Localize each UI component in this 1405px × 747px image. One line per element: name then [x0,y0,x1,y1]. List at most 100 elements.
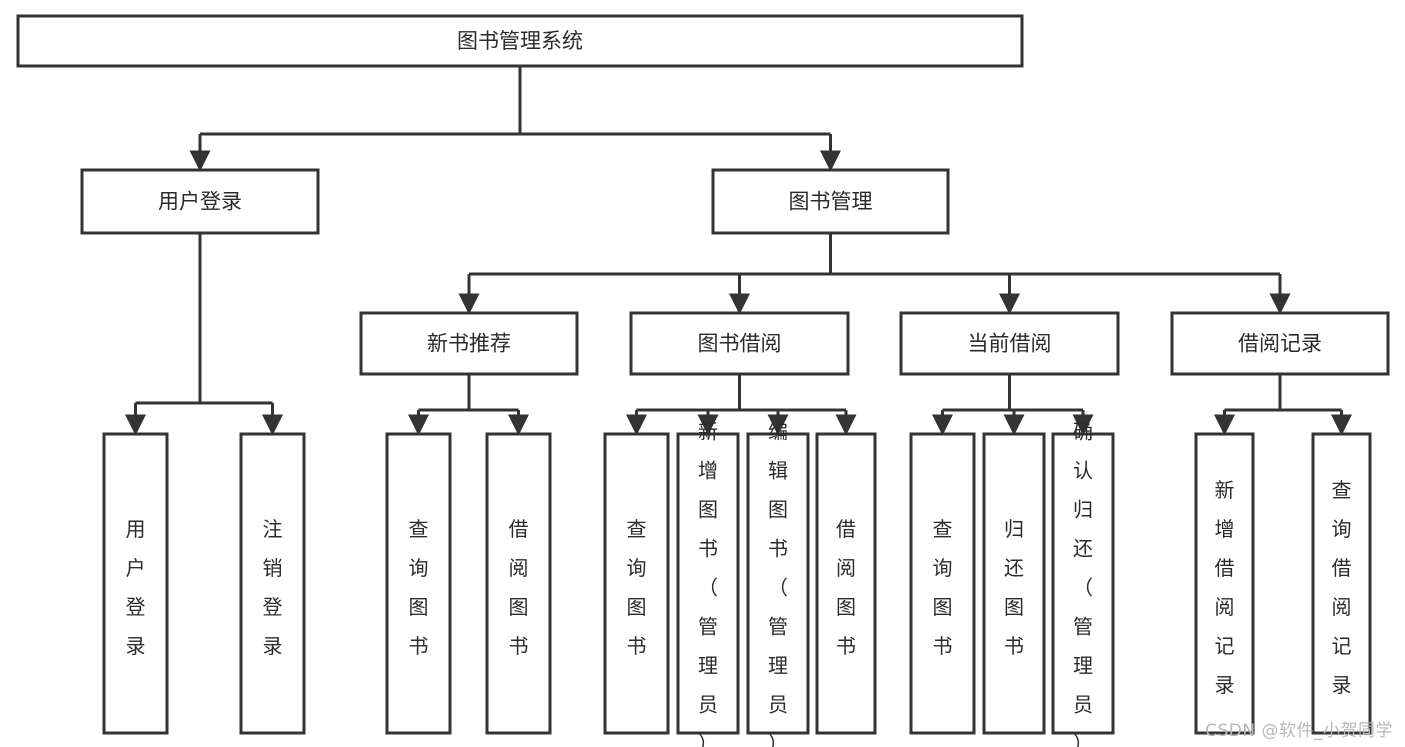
node-label-leaf-confirm-return-admin-char-4: （ [1073,575,1093,599]
node-box-leaf-add-book-admin [676,432,740,735]
node-label-leaf-edit-book-admin-char-1: 辑 [768,458,788,482]
node-label-leaf-borrow-book-rec-char-3: 书 [509,634,529,658]
node-label-leaf-edit-book-admin-char-8: ） [768,731,788,747]
node-box-leaf-logout [239,432,306,735]
node-new-book-recommend[interactable]: 新书推荐 [359,311,579,376]
node-label-leaf-query-book-current-char-0: 查 [933,517,953,541]
node-box-borrow-record [1170,311,1390,376]
node-label-borrow-record: 借阅记录 [1238,332,1322,356]
node-label-leaf-logout-char-1: 销 [263,556,283,580]
node-label-leaf-return-book-char-1: 还 [1004,556,1024,580]
node-label-leaf-add-book-admin-char-0: 新 [698,419,718,443]
node-label-leaf-query-book-current-char-2: 图 [933,595,953,619]
node-label-leaf-query-book-rec-char-2: 图 [409,595,429,619]
node-label-leaf-add-book-admin-char-7: 员 [698,692,718,716]
node-borrow-record[interactable]: 借阅记录 [1170,311,1390,376]
node-box-new-book-recommend [359,311,579,376]
node-label-new-book-recommend: 新书推荐 [427,332,511,356]
node-label-leaf-query-borrow-record-char-5: 录 [1332,673,1352,697]
node-box-leaf-query-borrow-record [1311,432,1372,735]
node-box-user-login [80,168,320,235]
node-label-leaf-query-borrow-record-char-4: 记 [1332,634,1352,658]
node-label-leaf-edit-book-admin-char-2: 图 [768,497,788,521]
node-label-leaf-query-book-rec-char-3: 书 [409,634,429,658]
node-label-leaf-confirm-return-admin-char-2: 归 [1073,497,1093,521]
node-current-borrow[interactable]: 当前借阅 [899,311,1120,376]
node-user-login[interactable]: 用户登录 [80,168,320,235]
node-box-leaf-query-book-borrow [603,432,670,735]
node-box-book-borrow [629,311,850,376]
node-label-leaf-borrow-book-rec-char-1: 阅 [509,556,529,580]
node-label-leaf-return-book-char-0: 归 [1004,517,1024,541]
node-label-leaf-add-book-admin-char-3: 书 [698,536,718,560]
node-label-leaf-confirm-return-admin-char-5: 管 [1073,614,1093,638]
node-label-leaf-user-login-char-2: 登 [126,595,146,619]
node-label-leaf-edit-book-admin-char-0: 编 [768,419,788,443]
node-label-leaf-confirm-return-admin-char-3: 还 [1073,536,1093,560]
node-label-leaf-user-login-char-3: 录 [126,634,146,658]
node-root[interactable]: 图书管理系统 [16,14,1024,68]
node-label-leaf-return-book-char-3: 书 [1004,634,1024,658]
node-label-leaf-query-book-borrow-char-1: 询 [627,556,647,580]
node-box-leaf-query-book-rec [385,432,452,735]
node-label-leaf-query-book-current-char-3: 书 [933,634,953,658]
node-label-leaf-confirm-return-admin-char-6: 理 [1073,653,1093,677]
node-label-leaf-query-book-current-char-1: 询 [933,556,953,580]
node-label-leaf-confirm-return-admin-char-1: 认 [1073,458,1093,482]
node-label-leaf-query-book-borrow-char-0: 查 [627,517,647,541]
node-label-leaf-edit-book-admin-char-4: （ [768,575,788,599]
node-box-leaf-confirm-return-admin [1051,432,1115,735]
node-box-leaf-return-book [982,432,1046,735]
node-box-current-borrow [899,311,1120,376]
node-label-leaf-add-book-admin-char-4: （ [698,575,718,599]
node-label-leaf-logout-char-2: 登 [263,595,283,619]
node-label-current-borrow: 当前借阅 [968,332,1052,356]
node-box-leaf-borrow-book-rec [485,432,552,735]
node-label-leaf-add-book-admin-char-8: ） [698,731,718,747]
node-label-leaf-logout-char-3: 录 [263,634,283,658]
node-label-leaf-query-borrow-record-char-1: 询 [1332,517,1352,541]
node-box-leaf-add-borrow-record [1194,432,1255,735]
node-label-leaf-edit-book-admin-char-6: 理 [768,653,788,677]
node-box-leaf-user-login [102,432,169,735]
node-label-leaf-edit-book-admin-char-5: 管 [768,614,788,638]
node-box-leaf-borrow-book [815,432,877,735]
node-label-leaf-confirm-return-admin-char-7: 员 [1073,692,1093,716]
node-label-leaf-query-book-rec-char-1: 询 [409,556,429,580]
node-label-leaf-query-book-rec-char-0: 查 [409,517,429,541]
node-label-leaf-query-borrow-record-char-0: 查 [1332,478,1352,502]
node-label-leaf-query-borrow-record-char-2: 借 [1332,556,1352,580]
node-label-leaf-user-login-char-0: 用 [126,517,146,541]
node-label-leaf-confirm-return-admin-char-0: 确 [1073,419,1093,443]
node-label-leaf-add-borrow-record-char-3: 阅 [1215,595,1235,619]
node-book-manage[interactable]: 图书管理 [711,168,950,235]
node-box-root [16,14,1024,68]
node-label-leaf-add-book-admin-char-1: 增 [698,458,718,482]
node-layer: 图书管理系统用户登录图书管理新书推荐图书借阅当前借阅借阅记录用户登录注销登录查询… [16,14,1390,747]
node-label-leaf-edit-book-admin-char-3: 书 [768,536,788,560]
node-label-leaf-add-borrow-record-char-5: 录 [1215,673,1235,697]
node-label-book-manage: 图书管理 [789,190,873,214]
node-label-leaf-add-borrow-record-char-4: 记 [1215,634,1235,658]
node-label-leaf-borrow-book-char-2: 图 [836,595,856,619]
node-label-leaf-query-book-borrow-char-2: 图 [627,595,647,619]
node-leaf-user-login[interactable]: 用户登录 [102,432,169,735]
node-box-book-manage [711,168,950,235]
node-label-leaf-borrow-book-char-3: 书 [836,634,856,658]
node-label-leaf-add-book-admin-char-5: 管 [698,614,718,638]
node-book-borrow[interactable]: 图书借阅 [629,311,850,376]
